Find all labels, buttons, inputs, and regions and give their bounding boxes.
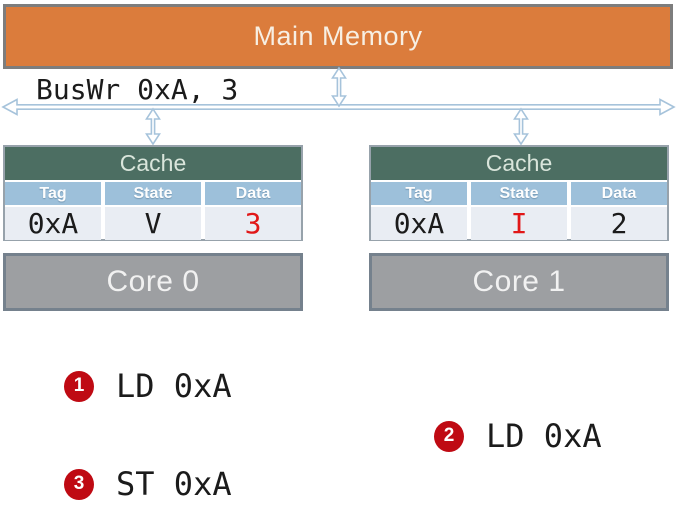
memory-bus-connector-arrow — [331, 66, 347, 108]
step-1-badge: 1 — [64, 370, 94, 402]
column-header-tag: Tag — [5, 182, 101, 205]
step-1-instruction: LD 0xA — [116, 367, 232, 405]
main-memory-box: Main Memory — [3, 4, 673, 69]
core0-box: Core 0 — [3, 253, 303, 311]
core1-label: Core 1 — [472, 265, 566, 298]
cache-column-headers: Tag State Data — [371, 182, 667, 205]
cache-table-core1: Cache Tag State Data 0xA I 2 — [369, 145, 669, 241]
step-2: 2 LD 0xA — [434, 417, 602, 455]
step-1: 1 LD 0xA — [64, 367, 232, 405]
cache-table-core0: Cache Tag State Data 0xA V 3 — [3, 145, 303, 241]
tag-value: 0xA — [5, 207, 101, 240]
data-value: 2 — [571, 207, 667, 240]
core1-box: Core 1 — [369, 253, 669, 311]
tag-value: 0xA — [371, 207, 467, 240]
state-value: V — [105, 207, 201, 240]
column-header-data: Data — [205, 182, 301, 205]
bus-transaction-label: BusWr 0xA, 3 — [36, 73, 239, 106]
step-2-instruction: LD 0xA — [486, 417, 602, 455]
step-3-instruction: ST 0xA — [116, 465, 232, 503]
step-2-badge: 2 — [434, 420, 464, 452]
step-3: 3 ST 0xA — [64, 465, 232, 503]
column-header-state: State — [471, 182, 567, 205]
cache-line-row: 0xA I 2 — [371, 207, 667, 240]
data-value: 3 — [205, 207, 301, 240]
step-3-badge: 3 — [64, 468, 94, 500]
state-value: I — [471, 207, 567, 240]
cache1-bus-connector-arrow — [513, 107, 529, 146]
cache-column-headers: Tag State Data — [5, 182, 301, 205]
cache-title: Cache — [371, 147, 667, 180]
cache0-bus-connector-arrow — [145, 107, 161, 146]
column-header-state: State — [105, 182, 201, 205]
main-memory-label: Main Memory — [253, 21, 423, 51]
cache-title: Cache — [5, 147, 301, 180]
cache-line-row: 0xA V 3 — [5, 207, 301, 240]
column-header-data: Data — [571, 182, 667, 205]
core0-label: Core 0 — [106, 265, 200, 298]
column-header-tag: Tag — [371, 182, 467, 205]
